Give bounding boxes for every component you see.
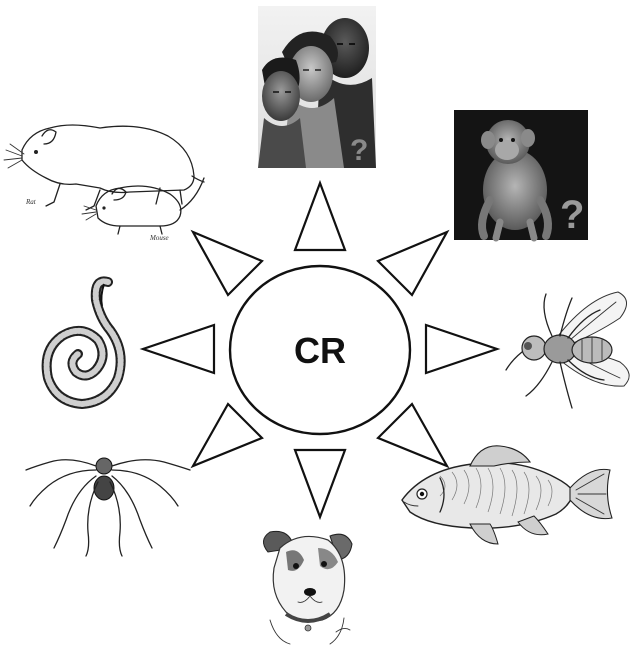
ray-left bbox=[143, 325, 214, 373]
monkey-question-mark: ? bbox=[560, 193, 584, 237]
spider-icon bbox=[26, 458, 190, 556]
center-label: CR bbox=[294, 330, 346, 371]
ray-bottom-right bbox=[378, 404, 447, 466]
rat-label: Rat bbox=[25, 198, 37, 206]
rat-mouse-icon: Rat Mouse bbox=[4, 125, 204, 242]
ray-top bbox=[295, 183, 345, 250]
ray-bottom bbox=[295, 450, 345, 517]
ray-bottom-left bbox=[193, 404, 262, 466]
ray-top-left bbox=[193, 232, 262, 295]
dog-icon bbox=[263, 531, 352, 644]
fly-icon bbox=[506, 292, 629, 408]
monkey-icon: ? bbox=[454, 110, 588, 240]
humans-icon: ? bbox=[258, 6, 376, 168]
mouse-label: Mouse bbox=[149, 234, 169, 242]
humans-question-mark: ? bbox=[350, 134, 368, 167]
worm-icon bbox=[47, 281, 121, 404]
center-group: CR bbox=[230, 266, 410, 434]
ray-right bbox=[426, 325, 497, 373]
ray-top-right bbox=[378, 232, 447, 295]
